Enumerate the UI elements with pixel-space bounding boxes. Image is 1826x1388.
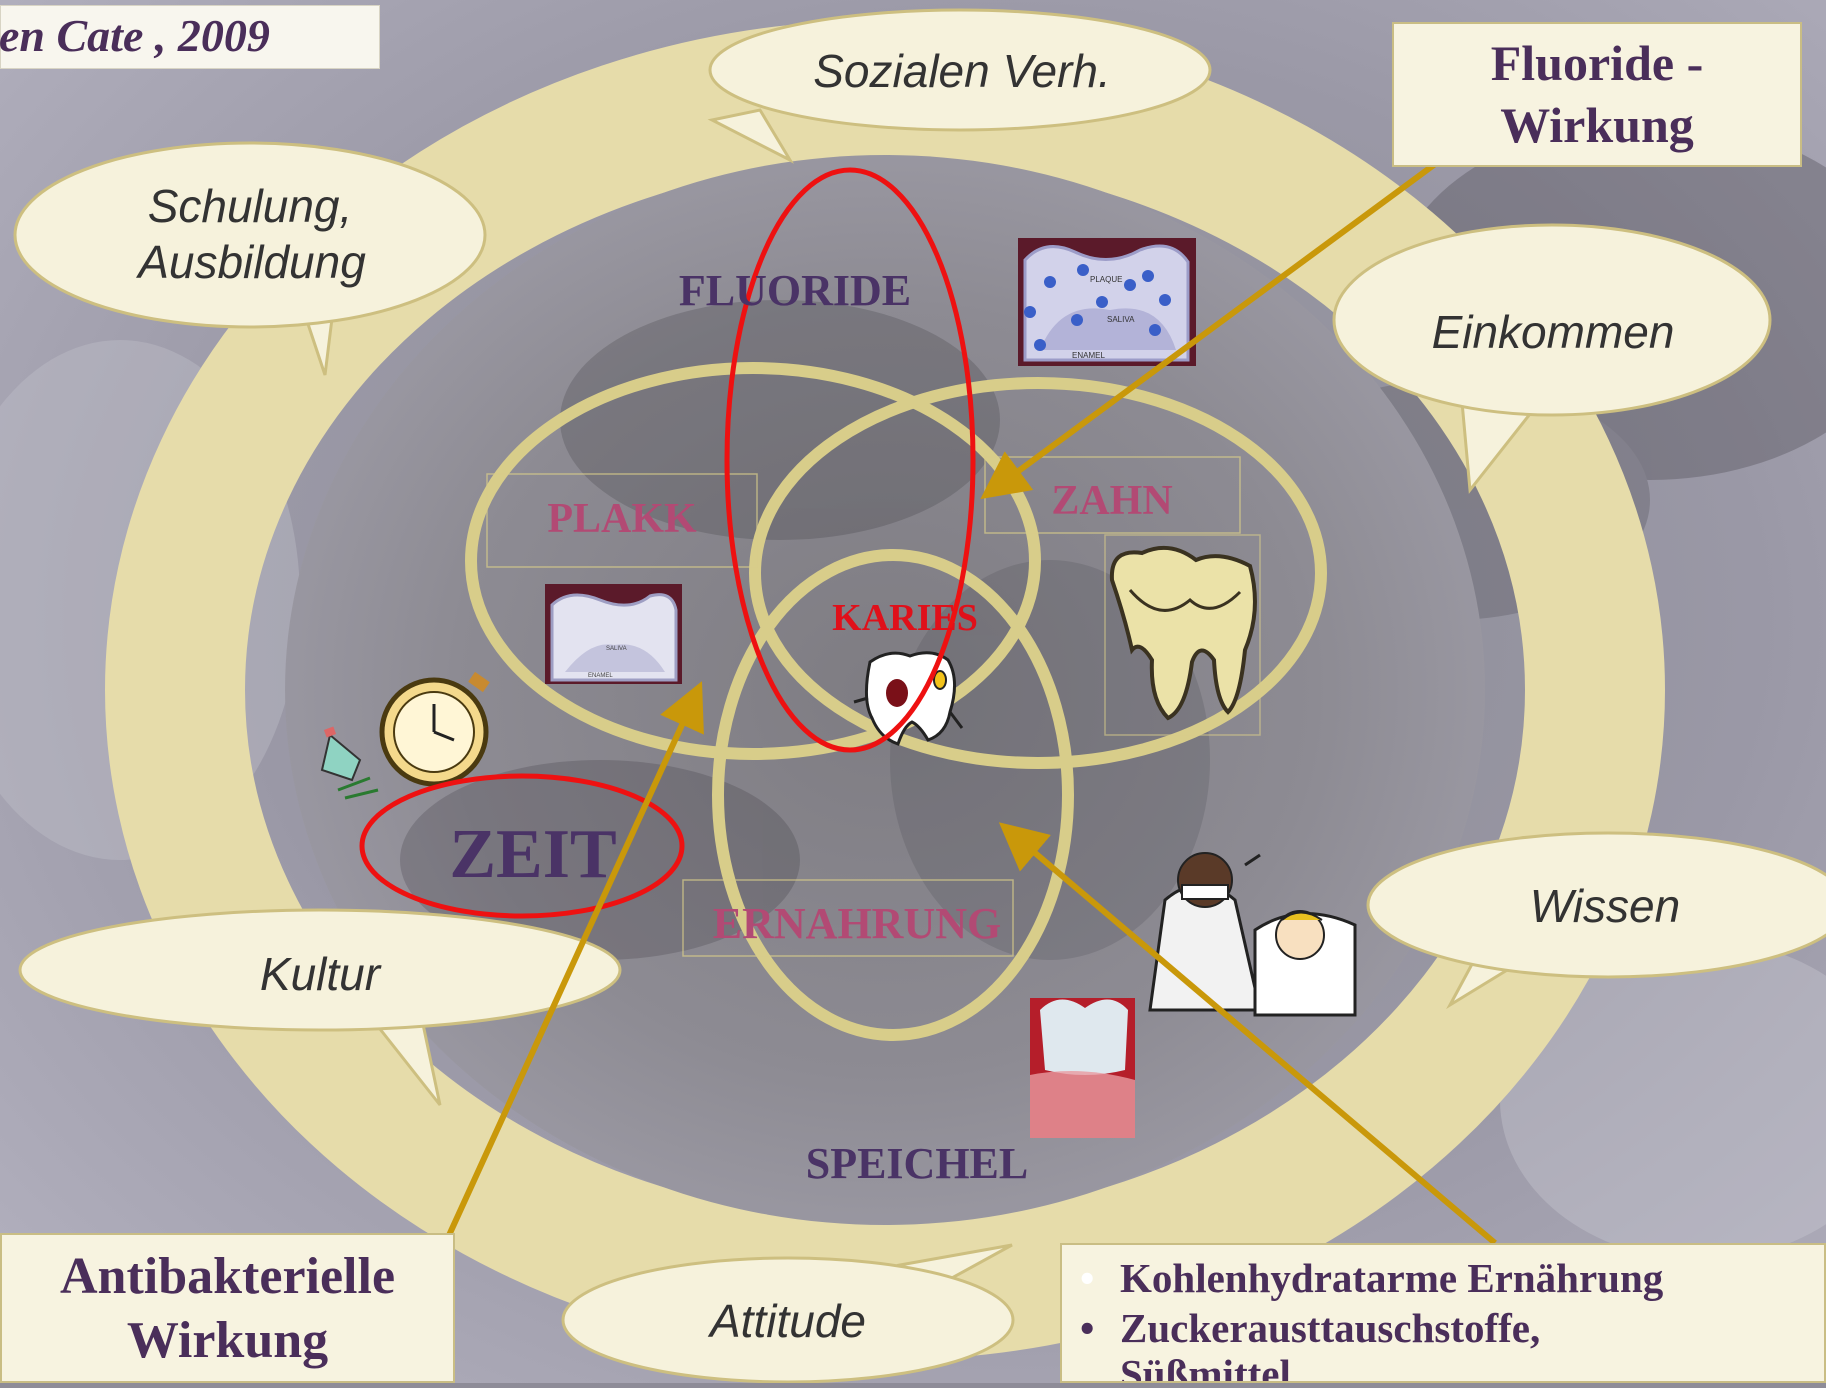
- plaque-tooth-image: SALIVA ENAMEL: [545, 584, 682, 684]
- ernahrung-label: ERNAHRUNG: [713, 899, 1001, 948]
- plakk-label: PLAKK: [547, 496, 697, 542]
- antibakterielle-line-1: Antibakterielle: [2, 1245, 453, 1309]
- antibakterielle-box: Antibakterielle Wirkung: [0, 1233, 455, 1383]
- nutrition-item-2-text: Zuckerausttauschstoffe,: [1120, 1305, 1540, 1351]
- citation-box: en Cate , 2009: [0, 5, 380, 69]
- zeit-label: ZEIT: [449, 816, 616, 893]
- bubble-schulung-text-1: Schulung,: [148, 180, 353, 232]
- plaque-tooth-saliva-label: SALIVA: [606, 646, 627, 652]
- zahn-label: ZAHN: [1051, 478, 1172, 524]
- karies-label: KARIES: [832, 597, 978, 639]
- nutrition-item-1-text: Kohlenhydratarme Ernährung: [1120, 1255, 1663, 1301]
- enamel-image-label: ENAMEL: [1072, 351, 1105, 360]
- nutrition-item-3-text: Süßmittel: [1120, 1351, 1291, 1383]
- nutrition-item-1: •Kohlenhydratarme Ernährung: [1080, 1253, 1824, 1303]
- nutrition-box: •Kohlenhydratarme Ernährung •Zuckeraustt…: [1060, 1243, 1826, 1383]
- fluoride-wirkung-box: Fluoride - Wirkung: [1392, 22, 1802, 167]
- plaque-image-label: PLAQUE: [1090, 275, 1122, 284]
- fluoride-wirkung-line-1: Fluoride -: [1394, 32, 1800, 94]
- gum-tooth-image: [1030, 998, 1135, 1138]
- speichel-label: SPEICHEL: [806, 1139, 1029, 1188]
- bubble-einkommen-text: Einkommen: [1432, 306, 1675, 358]
- fluoride-wirkung-line-2: Wirkung: [1394, 94, 1800, 156]
- bubble-schulung-text-2: Ausbildung: [135, 236, 366, 288]
- nutrition-item-2: •Zuckerausttauschstoffe,: [1080, 1303, 1824, 1353]
- fluoride-label: FLUORIDE: [679, 266, 911, 315]
- citation-text: en Cate , 2009: [0, 6, 379, 66]
- plaque-tooth-enamel-label: ENAMEL: [588, 673, 613, 679]
- saliva-image-label: SALIVA: [1107, 315, 1135, 324]
- nutrition-item-3: Süßmittel: [1080, 1349, 1824, 1383]
- antibakterielle-line-2: Wirkung: [2, 1309, 453, 1373]
- bubble-attitude-text: Attitude: [707, 1295, 866, 1347]
- plaque-saliva-enamel-image: PLAQUE SALIVA ENAMEL: [1018, 238, 1196, 366]
- bubble-sozialen-text: Sozialen Verh.: [813, 45, 1110, 97]
- bubble-kultur-text: Kultur: [260, 948, 382, 1000]
- bubble-wissen-text: Wissen: [1530, 880, 1680, 932]
